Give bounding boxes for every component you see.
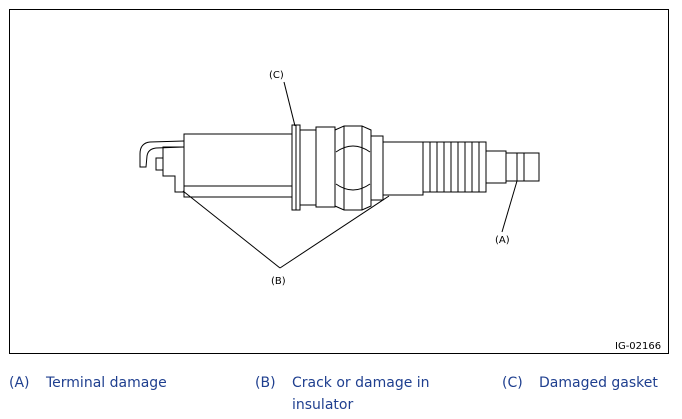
legend-key: (A) <box>9 375 30 391</box>
insulator <box>382 141 424 196</box>
hex-nut <box>334 125 372 211</box>
ribbed-insulator <box>422 141 487 193</box>
figure-frame <box>9 9 669 354</box>
callout-a: (A) <box>495 235 510 246</box>
shell-collar <box>299 129 317 206</box>
callout-b: (B) <box>271 276 286 287</box>
legend-text: Terminal damage <box>46 375 167 391</box>
leader-a <box>501 180 518 233</box>
leader-c <box>283 81 296 127</box>
legend: (A) Terminal damage (B) Crack or damage … <box>0 372 682 419</box>
center-electrode <box>155 157 164 171</box>
ground-electrode <box>139 140 185 168</box>
neck <box>485 150 507 184</box>
legend-key: (B) <box>255 375 276 391</box>
leader-b-right <box>279 195 390 269</box>
threaded-shell <box>183 133 293 198</box>
legend-text: Crack or damage in insulator <box>292 375 430 413</box>
legend-key: (C) <box>502 375 523 391</box>
figure-id: IG-02166 <box>615 341 661 352</box>
callout-c: (C) <box>269 70 284 81</box>
crimp-section <box>370 135 384 201</box>
leader-b-left <box>182 190 281 269</box>
legend-text: Damaged gasket <box>539 375 658 391</box>
terminal <box>505 152 540 182</box>
tip-housing <box>162 146 185 193</box>
